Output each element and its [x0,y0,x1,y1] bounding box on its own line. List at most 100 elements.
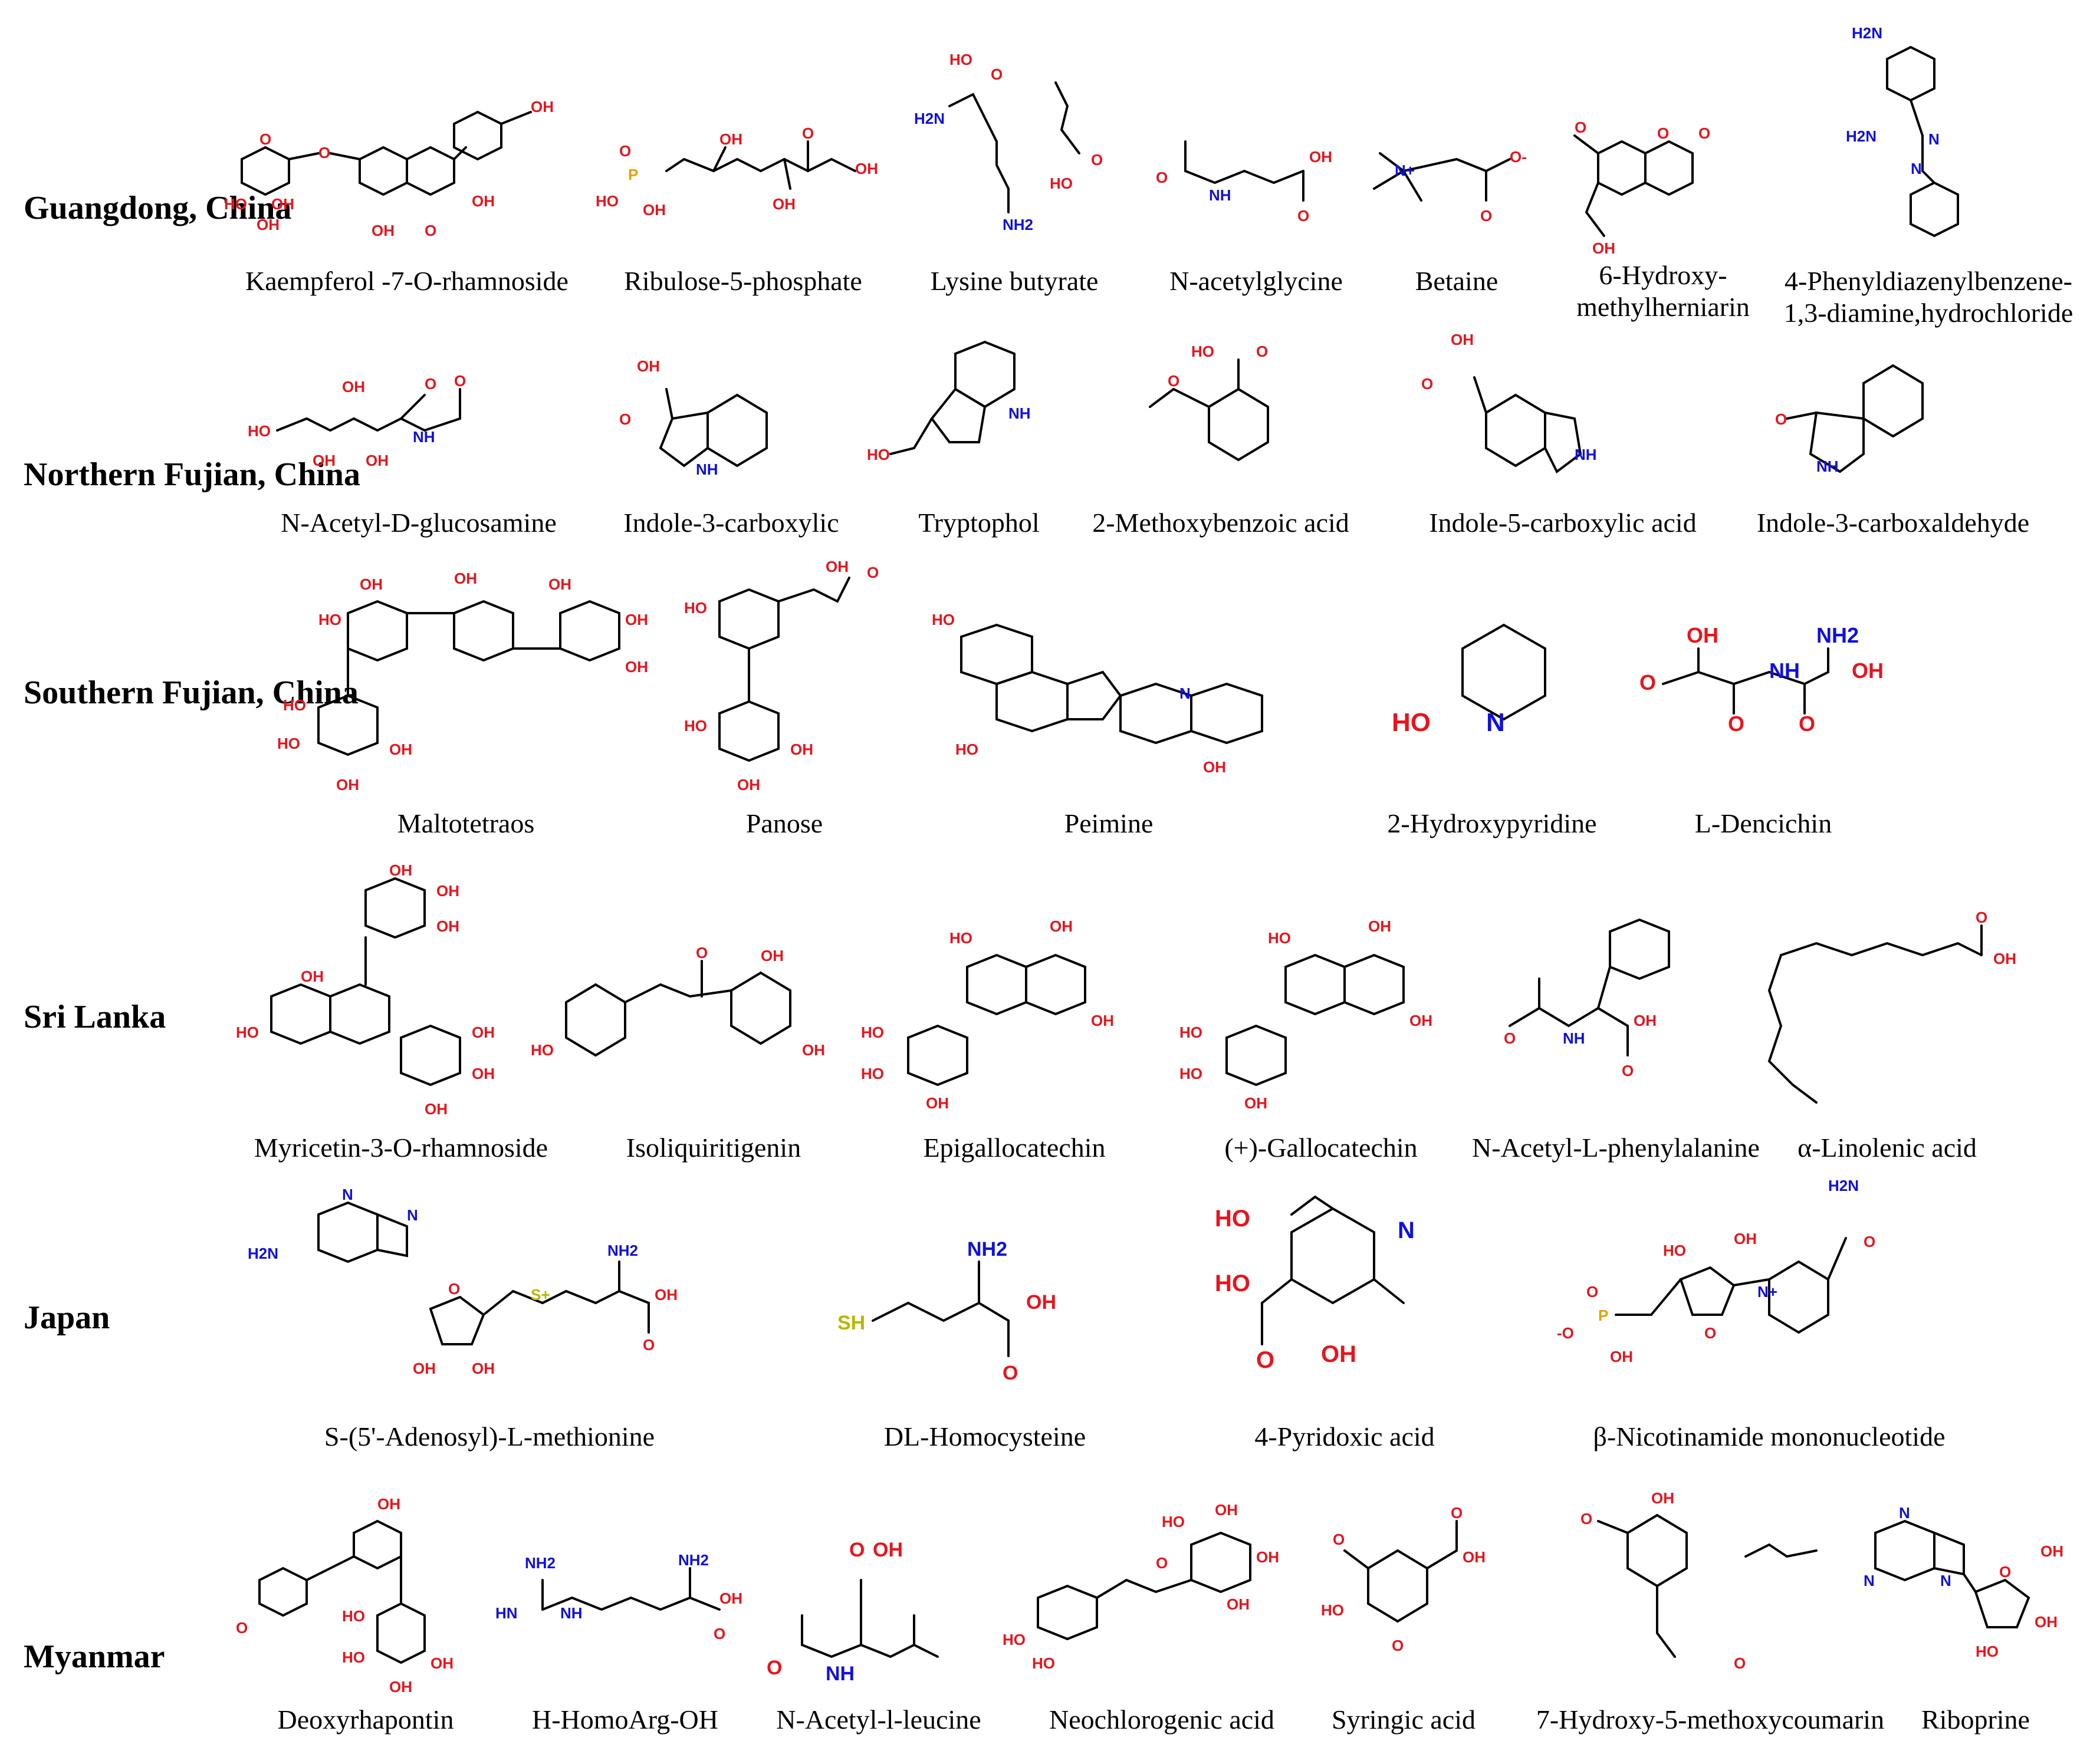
compound-name: L-Dencichin [1694,808,1832,838]
svg-text:OH: OH [1321,1341,1356,1367]
svg-text:O: O [1799,712,1815,736]
svg-text:H2N: H2N [1828,1177,1859,1194]
svg-text:OH: OH [1451,331,1474,348]
svg-text:HO: HO [1179,1023,1202,1041]
structure-ester: HO HO O HO OH OH OH [1003,1501,1279,1672]
compound-name: Kaempferol -7-O-rhamnoside [245,266,568,296]
compound-name: 4-Phenyldiazenylbenzene- 1,3-diamine,hyd… [1783,266,2073,328]
structure-coumarin: OH O O [1580,1489,1818,1672]
structure-indole: O NH [1775,364,1924,475]
svg-text:HO: HO [1321,1601,1344,1619]
svg-text:O: O [1575,119,1586,136]
svg-text:OH: OH [389,741,412,758]
svg-text:HO: HO [1215,1271,1250,1296]
compound-neochlorogenic-acid: HO HO O HO OH OH OH Neochlorogenic acid [1003,1498,1321,1745]
svg-text:NH2: NH2 [525,1554,556,1572]
compound-n-acetyl-l-leucine: O OH O NH N-Acetyl-l-leucine [755,1533,1003,1745]
svg-text:HO: HO [1032,1654,1055,1672]
structure-flavan: HO OH OH HO HO OH [861,917,1114,1112]
compound-alpha-linolenic-acid: O OH α-Linolenic acid [1746,908,2029,1173]
compound-name: Peimine [1064,808,1154,838]
svg-text:OH: OH [855,160,878,177]
svg-text:HO: HO [1162,1513,1185,1531]
structure-acetyl-amino-acid: O OH O NH [767,1539,939,1685]
svg-text:SH: SH [837,1312,865,1334]
structure-nucleoside: H2N N N O S+ NH2 OH O OH OH [248,1186,678,1377]
compound-7-hydroxy-5-methoxycoumarin: OH O O 7-Hydroxy-5-methoxycoumarin [1510,1486,1911,1745]
compound-name: Ribulose-5-phosphate [624,266,862,296]
svg-text:O-: O- [1510,148,1527,166]
compound-name: β-Nicotinamide mononucleotide [1593,1421,1946,1452]
svg-text:OH: OH [1409,1012,1432,1029]
svg-text:NH: NH [1769,659,1800,683]
svg-text:O: O [1256,1347,1274,1373]
structure-indole: HO NH [867,340,1031,463]
svg-text:O: O [802,124,814,142]
svg-text:N: N [1911,160,1922,177]
svg-text:OH: OH [548,575,571,593]
structure-indole: OH O NH [1421,331,1597,474]
svg-text:HO: HO [1191,343,1214,360]
svg-text:OH: OH [1203,758,1226,776]
svg-text:O: O [1999,1563,2011,1581]
svg-text:OH: OH [873,1539,903,1561]
compound-name: Epigallocatechin [923,1133,1106,1163]
compound-name: N-Acetyl-l-leucine [776,1704,981,1735]
compound-maltotetraos: OH OH OH HO OH OH HO HO OH OH Maltotetra… [259,566,672,849]
svg-text:HO: HO [342,1648,365,1666]
svg-text:OH: OH [1634,1012,1657,1029]
structure-amino-acid: OH O O NH NH2 OH O [1639,623,1884,736]
svg-text:OH: OH [342,378,365,396]
svg-text:P: P [1598,1306,1608,1324]
svg-text:HO: HO [1663,1242,1686,1259]
svg-text:-O: -O [1557,1324,1574,1342]
svg-text:OH: OH [1687,623,1718,647]
region-label-myanmar: Myanmar [24,1638,165,1675]
structure-pyridine: HO N [1392,623,1546,737]
svg-text:O: O [1333,1531,1345,1548]
compound-name: Neochlorogenic acid [1049,1704,1274,1735]
svg-text:O: O [1586,1283,1598,1301]
svg-text:OH: OH [360,575,383,593]
svg-text:OH: OH [425,1100,448,1118]
svg-text:HO: HO [861,1023,884,1041]
svg-text:NH2: NH2 [678,1551,709,1569]
svg-text:OH: OH [802,1041,825,1059]
svg-text:NH: NH [1575,446,1597,463]
svg-text:HO: HO [248,422,271,440]
svg-text:O: O [1168,372,1179,390]
compound-name: Betaine [1415,266,1499,296]
svg-text:HO: HO [283,696,306,714]
svg-text:O: O [767,1657,782,1679]
svg-text:O: O [425,375,436,393]
svg-text:O: O [991,65,1003,83]
svg-text:HO: HO [867,446,890,463]
svg-text:HO: HO [318,611,341,628]
svg-text:OH: OH [643,201,666,219]
svg-text:O: O [1091,151,1103,169]
svg-text:O: O [1728,712,1744,736]
svg-text:HO: HO [342,1607,365,1625]
svg-text:HO: HO [1179,1065,1202,1082]
compound-betaine: N+ O- O Betaine [1368,106,1545,307]
svg-text:OH: OH [773,195,796,213]
svg-text:NH: NH [413,428,435,446]
compound-indole-5-carboxylic-acid: OH O NH Indole-5-carboxylic acid [1404,330,1722,548]
svg-text:N: N [342,1186,353,1203]
compound-6-hydroxy-methylherniarin: O O O OH 6-Hydroxy- methylherniarin [1551,106,1775,342]
compound-name: 6-Hydroxy- methylherniarin [1576,260,1750,322]
svg-text:H2N: H2N [914,110,945,127]
compound-riboprine: N N N O OH OH HO Riboprine [1864,1486,2088,1745]
svg-text:OH: OH [1463,1548,1486,1566]
svg-text:OH: OH [926,1094,949,1112]
svg-text:OH: OH [1734,1230,1757,1248]
svg-text:HO: HO [949,51,972,68]
svg-text:OH: OH [1592,239,1615,257]
svg-text:HO: HO [684,599,707,617]
structure-flavonol-glycoside: O O HO OH OH OH O OH OH [224,98,554,239]
svg-text:OH: OH [826,558,849,575]
svg-text:OH: OH [257,216,280,233]
compound-dl-homocysteine: SH NH2 OH O DL-Homocysteine [826,1226,1144,1462]
svg-text:O: O [1698,124,1710,142]
